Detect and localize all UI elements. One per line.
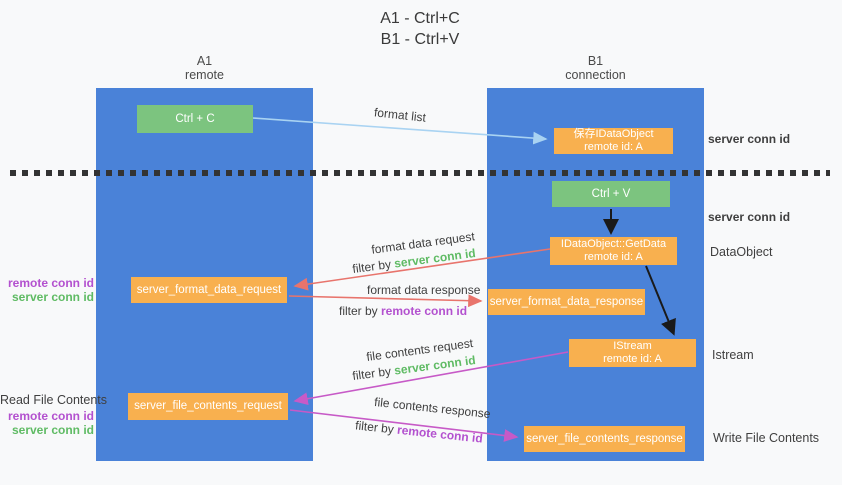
label-write-file-contents: Write File Contents bbox=[713, 431, 820, 445]
filter-by-text: filter by bbox=[354, 418, 398, 437]
node-idataobject-getdata: IDataObject::GetData remote id: A bbox=[550, 237, 677, 265]
node-server-format-data-response: server_format_data_response bbox=[488, 289, 645, 315]
remote-conn-id-text: remote conn id bbox=[381, 304, 468, 318]
title-line-a1: A1 - Ctrl+C bbox=[380, 10, 460, 27]
section-divider bbox=[10, 170, 830, 176]
label-filter-by-remote-2: filter by remote conn id bbox=[355, 418, 484, 445]
node-server-format-data-request: server_format_data_request bbox=[131, 277, 287, 303]
column-b1-name: B1 bbox=[587, 54, 604, 68]
filter-by-text: filter by bbox=[339, 304, 382, 318]
node-ctrl-v: Ctrl + V bbox=[552, 181, 670, 207]
node-server-file-contents-request: server_file_contents_request bbox=[128, 393, 288, 420]
label-filter-by-remote-1: filter by remote conn id bbox=[339, 304, 467, 318]
node-istream: IStream remote id: A bbox=[569, 339, 696, 367]
node-server-file-contents-request-label: server_file_contents_request bbox=[134, 400, 282, 412]
node-istream-line1: IStream bbox=[613, 340, 652, 352]
label-file-contents-response: file contents response bbox=[373, 394, 492, 422]
node-server-format-data-response-label: server_format_data_response bbox=[489, 295, 644, 308]
label-conn-ids-left-bottom: remote conn id server conn id bbox=[0, 409, 94, 437]
label-format-data-response: format data response bbox=[367, 283, 481, 297]
server-conn-id-text: server conn id bbox=[11, 290, 94, 304]
node-ctrl-c: Ctrl + C bbox=[137, 105, 253, 133]
node-idataobject-getdata-line1: IDataObject::GetData bbox=[560, 238, 667, 250]
node-ctrl-c-label: Ctrl + C bbox=[175, 112, 215, 125]
node-save-idataobject-line1: 保存IDataObject bbox=[573, 128, 654, 140]
remote-conn-id-text: remote conn id bbox=[7, 409, 94, 423]
label-server-conn-id-right-2: server conn id bbox=[708, 210, 791, 224]
node-server-file-contents-response: server_file_contents_response bbox=[524, 426, 685, 452]
diagram-title: A1 - Ctrl+C B1 - Ctrl+V bbox=[300, 8, 540, 50]
label-server-conn-id-right-1: server conn id bbox=[708, 132, 791, 146]
title-line-b1: B1 - Ctrl+V bbox=[380, 31, 460, 48]
column-a1-role: remote bbox=[185, 68, 224, 82]
label-istream: Istream bbox=[712, 348, 754, 362]
column-header-b1: B1 connection bbox=[487, 54, 704, 82]
label-dataobject: DataObject bbox=[710, 245, 773, 259]
remote-conn-id-text: remote conn id bbox=[7, 276, 94, 290]
node-save-idataobject-line2: remote id: A bbox=[584, 141, 643, 153]
filter-by-text: filter by bbox=[351, 363, 396, 384]
node-istream-line2: remote id: A bbox=[603, 353, 662, 365]
node-save-idataobject: 保存IDataObject remote id: A bbox=[554, 128, 673, 154]
label-conn-ids-left-top: remote conn id server conn id bbox=[0, 276, 94, 304]
label-read-file-contents: Read File Contents bbox=[0, 393, 108, 407]
node-idataobject-getdata-line2: remote id: A bbox=[584, 251, 643, 263]
label-format-list: format list bbox=[373, 105, 427, 125]
column-a1-name: A1 bbox=[196, 54, 213, 68]
filter-by-text: filter by bbox=[351, 256, 396, 277]
server-conn-id-text: server conn id bbox=[11, 423, 94, 437]
node-server-file-contents-response-label: server_file_contents_response bbox=[526, 432, 683, 445]
column-header-a1: A1 remote bbox=[96, 54, 313, 82]
node-ctrl-v-label: Ctrl + V bbox=[591, 187, 631, 200]
column-b1-role: connection bbox=[565, 68, 626, 82]
remote-conn-id-text: remote conn id bbox=[396, 422, 484, 446]
node-server-format-data-request-label: server_format_data_request bbox=[136, 283, 282, 296]
